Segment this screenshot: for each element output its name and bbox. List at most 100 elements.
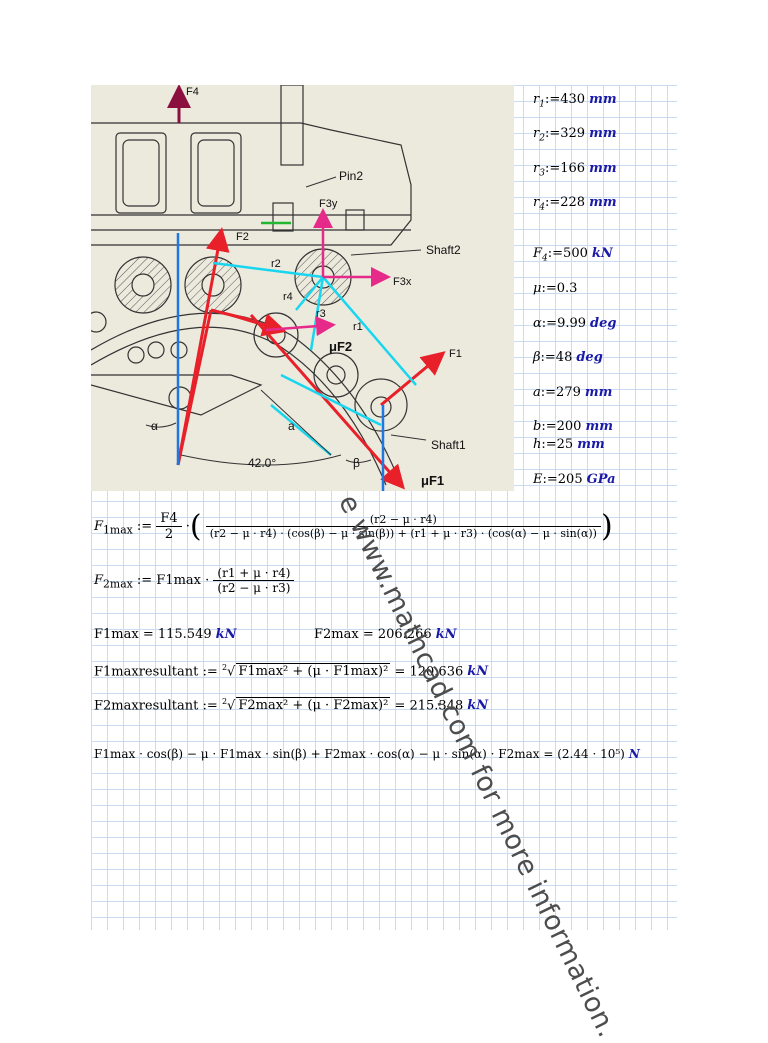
param-unit: deg — [590, 316, 617, 331]
param-subscript: 3 — [539, 168, 545, 179]
f1max-coef-num: F4 — [160, 511, 178, 526]
pink-arrows — [265, 208, 391, 337]
param-unit: mm — [589, 161, 617, 176]
f2max-sub: 2max — [103, 577, 133, 591]
f2max-resultant: F2maxresultant := 2√F2max² + (μ · F2max)… — [94, 697, 489, 714]
label-f2: F2 — [236, 231, 249, 243]
param-row: μ:=0.3 — [533, 281, 577, 297]
param-unit: mm — [589, 195, 617, 210]
param-value: 205 — [557, 472, 583, 487]
label-angle: 42.0° — [248, 456, 276, 470]
param-value: 279 — [556, 385, 581, 400]
f2max-result-unit: kN — [435, 627, 457, 642]
f1res-radicand: F1max² + (μ · F1max)² — [236, 663, 391, 680]
label-beta: β — [353, 456, 360, 470]
f1max-coef-den: 2 — [156, 526, 182, 542]
param-assign: := — [544, 195, 561, 210]
blue-lines — [176, 233, 385, 491]
param-assign: := — [547, 246, 564, 261]
label-r1: r1 — [353, 321, 363, 333]
param-value: 200 — [556, 419, 582, 434]
param-assign: := — [544, 161, 561, 176]
f2max-fraction: (r1 + μ · r4) (r2 − μ · r3) — [213, 566, 295, 595]
f2max-num: (r1 + μ · r4) — [217, 566, 291, 580]
f1max-assign: := — [136, 519, 153, 534]
param-name: b — [533, 419, 542, 434]
f2res-unit: kN — [467, 698, 489, 714]
param-value: 500 — [563, 246, 588, 261]
f1res-value: = 120.636 — [394, 664, 464, 680]
param-unit: mm — [584, 385, 613, 400]
param-subscript: 4 — [539, 202, 545, 213]
param-value: 329 — [560, 126, 586, 141]
param-name: h — [533, 437, 542, 452]
param-value: 25 — [556, 437, 574, 452]
f1max-lhs: F — [94, 519, 104, 534]
param-assign: := — [540, 350, 556, 365]
param-name: a — [533, 385, 541, 400]
param-unit: mm — [589, 92, 617, 107]
param-name: r — [533, 126, 540, 141]
label-alpha: α — [151, 419, 158, 433]
param-name: β — [533, 350, 541, 365]
param-unit: mm — [577, 437, 605, 452]
f2max-definition: F2max := F1max · (r1 + μ · r4) (r2 − μ ·… — [94, 566, 295, 595]
param-name: μ — [533, 281, 542, 296]
f2res-value: = 215.348 — [394, 698, 464, 714]
param-assign: := — [540, 385, 557, 400]
cyan-radius-lines — [212, 261, 417, 456]
param-assign: := — [541, 316, 558, 331]
param-assign: := — [542, 472, 558, 487]
check-unit: N — [628, 747, 640, 761]
check-expression: F1max · cos(β) − μ · F1max · sin(β) + F2… — [94, 747, 625, 761]
param-value: 228 — [560, 195, 586, 210]
f1max-num: (r2 − μ · r4) — [369, 513, 437, 526]
label-f1: F1 — [449, 348, 462, 360]
label-r4: r4 — [283, 291, 293, 303]
mechanism-diagram: F4 F2 F3y F3x F1 Pin2 Shaft2 Shaft1 r1 r… — [91, 85, 514, 491]
f2res-root-index: 2 — [221, 697, 228, 706]
label-r2: r2 — [271, 258, 281, 270]
label-f3x: F3x — [393, 276, 412, 288]
param-assign: := — [541, 419, 557, 434]
param-subscript: 4 — [542, 253, 548, 264]
param-name: r — [533, 195, 540, 210]
f1max-den: (r2 − μ · r4) · (cos(β) − μ · sin(β)) + … — [205, 526, 601, 540]
param-subscript: 2 — [539, 133, 545, 144]
param-name: α — [533, 316, 542, 331]
param-name: E — [533, 472, 543, 487]
f1res-root-index: 2 — [221, 663, 228, 672]
f2max-rhs: := F1max · — [136, 573, 210, 588]
label-muf1: μF1 — [421, 473, 444, 488]
f2max-lhs: F — [94, 573, 104, 588]
force-balance-check: F1max · cos(β) − μ · F1max · sin(β) + F2… — [94, 746, 640, 762]
param-unit: mm — [589, 126, 617, 141]
f1res-unit: kN — [467, 664, 489, 680]
f1max-fraction: (r2 − μ · r4) (r2 − μ · r4) · (cos(β) − … — [205, 513, 601, 540]
param-value: 48 — [555, 350, 573, 365]
f2max-den: (r2 − μ · r3) — [213, 580, 295, 595]
label-shaft2: Shaft2 — [426, 243, 461, 257]
param-assign: := — [544, 126, 561, 141]
label-f3y: F3y — [319, 198, 338, 210]
f1max-resultant: F1maxresultant := 2√F1max² + (μ · F1max)… — [94, 663, 489, 680]
label-r3: r3 — [316, 308, 326, 320]
param-name: F — [533, 246, 543, 261]
param-unit: GPa — [586, 472, 616, 487]
f1max-result-value: F1max = 115.549 — [94, 627, 212, 642]
label-muf2: μF2 — [329, 339, 352, 354]
f1max-result-unit: kN — [215, 627, 237, 642]
